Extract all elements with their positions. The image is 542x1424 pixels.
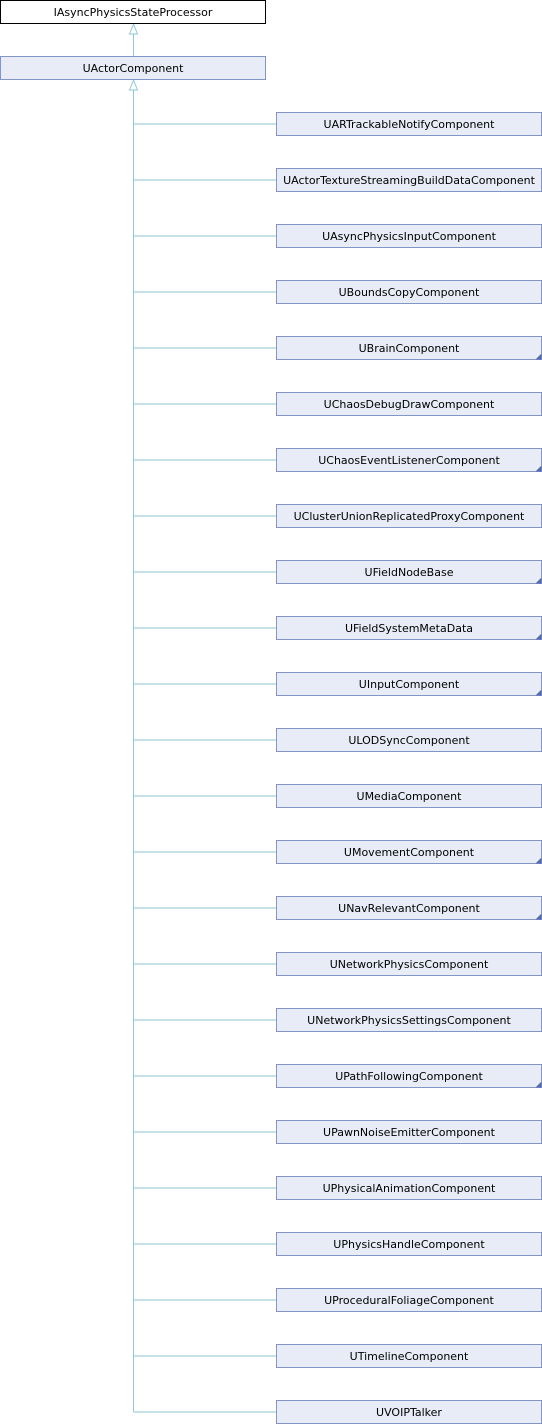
derived-class-node[interactable]: UBrainComponent xyxy=(276,336,542,360)
derived-class-node-label: UInputComponent xyxy=(359,678,460,691)
derived-class-node-label: UPhysicalAnimationComponent xyxy=(323,1182,496,1195)
derived-class-node-label: UChaosEventListenerComponent xyxy=(318,454,500,467)
derived-class-node[interactable]: UProceduralFoliageComponent xyxy=(276,1288,542,1312)
derived-class-node-label: UMovementComponent xyxy=(344,846,475,859)
derived-class-node[interactable]: UClusterUnionReplicatedProxyComponent xyxy=(276,504,542,528)
has-derived-marker-icon xyxy=(535,633,542,640)
derived-class-node-label: UBoundsCopyComponent xyxy=(339,286,480,299)
derived-class-node-label: UAsyncPhysicsInputComponent xyxy=(322,230,497,243)
derived-class-node-label: UClusterUnionReplicatedProxyComponent xyxy=(294,510,525,523)
derived-class-node-label: UNavRelevantComponent xyxy=(338,902,480,915)
interface-node[interactable]: IAsyncPhysicsStateProcessor xyxy=(0,0,266,24)
derived-class-node-label: UFieldSystemMetaData xyxy=(345,622,473,635)
base-class-node[interactable]: UActorComponent xyxy=(0,56,266,80)
derived-class-node-label: UProceduralFoliageComponent xyxy=(324,1294,494,1307)
derived-class-node-label: UBrainComponent xyxy=(359,342,460,355)
interface-node-label: IAsyncPhysicsStateProcessor xyxy=(54,6,213,19)
base-class-node-box xyxy=(0,56,266,80)
derived-class-node[interactable]: UPhysicalAnimationComponent xyxy=(276,1176,542,1200)
derived-class-node-label: UARTrackableNotifyComponent xyxy=(324,118,496,131)
derived-class-node-label: UActorTextureStreamingBuildDataComponent xyxy=(283,174,536,187)
derived-class-node[interactable]: UChaosDebugDrawComponent xyxy=(276,392,542,416)
derived-class-node[interactable]: UARTrackableNotifyComponent xyxy=(276,112,542,136)
derived-class-node[interactable]: UChaosEventListenerComponent xyxy=(276,448,542,472)
derived-class-node[interactable]: UAsyncPhysicsInputComponent xyxy=(276,224,542,248)
inheritance-edges xyxy=(128,22,277,1413)
derived-class-node-label: UNetworkPhysicsComponent xyxy=(330,958,489,971)
derived-class-node[interactable]: UMediaComponent xyxy=(276,784,542,808)
has-derived-marker-icon xyxy=(535,353,542,360)
derived-class-node-label: UNetworkPhysicsSettingsComponent xyxy=(307,1014,511,1027)
derived-class-node[interactable]: ULODSyncComponent xyxy=(276,728,542,752)
derived-class-node[interactable]: UPathFollowingComponent xyxy=(276,1064,542,1088)
interface-node-box xyxy=(0,0,266,24)
base-class-arrowhead xyxy=(128,78,139,91)
derived-class-node[interactable]: UNetworkPhysicsComponent xyxy=(276,952,542,976)
interface-arrowhead xyxy=(128,22,139,35)
has-derived-marker-icon xyxy=(535,1081,542,1088)
derived-class-node-label: UMediaComponent xyxy=(357,790,463,803)
derived-class-node[interactable]: UTimelineComponent xyxy=(276,1344,542,1368)
derived-class-node[interactable]: UMovementComponent xyxy=(276,840,542,864)
derived-class-node-label: UChaosDebugDrawComponent xyxy=(324,398,495,411)
has-derived-marker-icon xyxy=(535,577,542,584)
has-derived-marker-icon xyxy=(535,689,542,696)
base-class-node-label: UActorComponent xyxy=(83,62,185,75)
derived-class-node-label: UVOIPTalker xyxy=(376,1406,442,1419)
derived-class-node[interactable]: UFieldNodeBase xyxy=(276,560,542,584)
derived-class-node-label: UPawnNoiseEmitterComponent xyxy=(323,1126,496,1139)
derived-class-node-label: UTimelineComponent xyxy=(350,1350,469,1363)
derived-class-node[interactable]: UBoundsCopyComponent xyxy=(276,280,542,304)
has-derived-marker-icon xyxy=(535,913,542,920)
derived-class-node[interactable]: UPhysicsHandleComponent xyxy=(276,1232,542,1256)
has-derived-marker-icon xyxy=(535,857,542,864)
derived-class-node[interactable]: UInputComponent xyxy=(276,672,542,696)
derived-class-node[interactable]: UNetworkPhysicsSettingsComponent xyxy=(276,1008,542,1032)
derived-class-node[interactable]: UFieldSystemMetaData xyxy=(276,616,542,640)
derived-class-node[interactable]: UActorTextureStreamingBuildDataComponent xyxy=(276,168,542,192)
derived-classes: UARTrackableNotifyComponentUActorTexture… xyxy=(276,112,542,1424)
derived-class-node-label: UPathFollowingComponent xyxy=(335,1070,483,1083)
derived-class-node-label: UPhysicsHandleComponent xyxy=(333,1238,485,1251)
derived-class-node[interactable]: UVOIPTalker xyxy=(276,1400,542,1424)
has-derived-marker-icon xyxy=(535,465,542,472)
derived-class-node[interactable]: UPawnNoiseEmitterComponent xyxy=(276,1120,542,1144)
derived-class-node-label: UFieldNodeBase xyxy=(365,566,454,579)
derived-class-node[interactable]: UNavRelevantComponent xyxy=(276,896,542,920)
derived-class-node-label: ULODSyncComponent xyxy=(348,734,470,747)
